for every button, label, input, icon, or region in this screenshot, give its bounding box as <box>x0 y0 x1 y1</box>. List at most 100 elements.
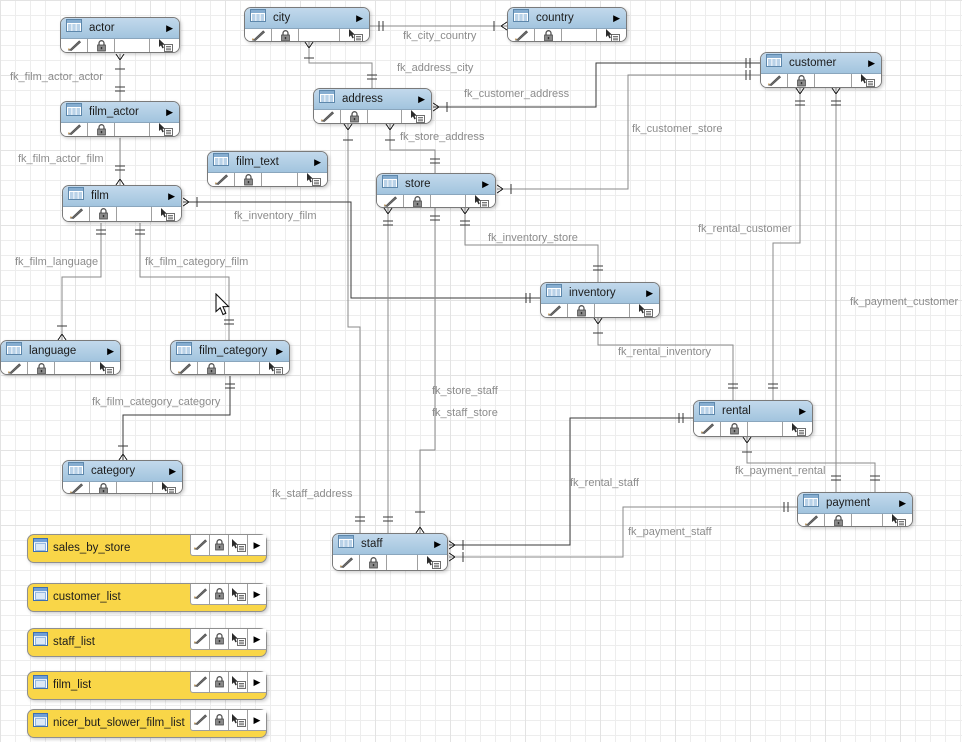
expand-arrow-icon[interactable]: ▶ <box>248 629 266 649</box>
table-header[interactable]: address ▶ <box>314 89 431 110</box>
expand-arrow-icon[interactable]: ▶ <box>107 347 114 356</box>
lock-icon[interactable] <box>210 672 229 692</box>
context-menu-cursor-icon[interactable] <box>229 629 248 649</box>
table-header[interactable]: staff ▶ <box>333 534 447 555</box>
table-header[interactable]: film_actor ▶ <box>61 102 179 123</box>
expand-arrow-icon[interactable]: ▶ <box>248 710 266 730</box>
relationship-fk_film_category_category[interactable] <box>123 376 230 460</box>
edit-pencil-icon[interactable] <box>694 422 721 436</box>
expand-arrow-icon[interactable]: ▶ <box>356 14 363 23</box>
edit-pencil-icon[interactable] <box>63 207 90 221</box>
expand-arrow-icon[interactable]: ▶ <box>482 180 489 189</box>
table-node-address[interactable]: address ▶ <box>313 88 432 124</box>
relationship-fk_rental_inventory[interactable] <box>598 318 733 400</box>
table-header[interactable]: payment ▶ <box>798 493 912 514</box>
table-header[interactable]: language ▶ <box>1 341 120 362</box>
table-node-film[interactable]: film ▶ <box>62 185 182 222</box>
table-header[interactable]: city ▶ <box>245 8 369 29</box>
lock-icon[interactable] <box>90 207 117 221</box>
edit-pencil-icon[interactable] <box>63 482 90 494</box>
relationship-fk_film_language[interactable] <box>62 223 101 340</box>
view-node-nicer_but_slower_film_list[interactable]: nicer_but_slower_film_list ▶ <box>27 709 267 738</box>
edit-pencil-icon[interactable] <box>314 110 341 123</box>
context-menu-cursor-icon[interactable] <box>149 123 179 136</box>
edit-pencil-icon[interactable] <box>61 39 88 52</box>
expand-arrow-icon[interactable]: ▶ <box>799 407 806 416</box>
edit-pencil-icon[interactable] <box>61 123 88 136</box>
edit-pencil-icon[interactable] <box>171 362 198 375</box>
lock-icon[interactable] <box>88 39 115 52</box>
lock-icon[interactable] <box>272 29 299 42</box>
table-header[interactable]: store ▶ <box>377 174 495 195</box>
edit-pencil-icon[interactable] <box>761 74 788 87</box>
table-node-film_text[interactable]: film_text ▶ <box>207 151 328 187</box>
table-node-staff[interactable]: staff ▶ <box>332 533 448 571</box>
view-node-sales_by_store[interactable]: sales_by_store ▶ <box>27 534 267 563</box>
lock-icon[interactable] <box>235 173 262 186</box>
expand-arrow-icon[interactable]: ▶ <box>613 14 620 23</box>
lock-icon[interactable] <box>210 584 229 604</box>
context-menu-cursor-icon[interactable] <box>229 710 248 730</box>
context-menu-cursor-icon[interactable] <box>629 304 659 317</box>
relationship-fk_inventory_store[interactable] <box>465 208 598 282</box>
edit-pencil-icon[interactable] <box>191 535 210 555</box>
table-node-customer[interactable]: customer ▶ <box>760 52 882 88</box>
context-menu-cursor-icon[interactable] <box>297 173 327 186</box>
edit-pencil-icon[interactable] <box>1 362 28 375</box>
context-menu-cursor-icon[interactable] <box>851 74 881 87</box>
context-menu-cursor-icon[interactable] <box>401 110 431 123</box>
edit-pencil-icon[interactable] <box>191 710 210 730</box>
table-header[interactable]: film_text ▶ <box>208 152 327 173</box>
table-node-category[interactable]: category ▶ <box>62 460 183 494</box>
lock-icon[interactable] <box>28 362 55 375</box>
relationship-fk_payment_staff[interactable] <box>449 507 797 557</box>
view-node-staff_list[interactable]: staff_list ▶ <box>27 628 267 657</box>
table-header[interactable]: film_category ▶ <box>171 341 289 362</box>
context-menu-cursor-icon[interactable] <box>339 29 369 42</box>
edit-pencil-icon[interactable] <box>245 29 272 42</box>
context-menu-cursor-icon[interactable] <box>417 555 447 570</box>
edit-pencil-icon[interactable] <box>798 514 825 527</box>
lock-icon[interactable] <box>210 535 229 555</box>
table-node-store[interactable]: store ▶ <box>376 173 496 208</box>
edit-pencil-icon[interactable] <box>191 672 210 692</box>
lock-icon[interactable] <box>721 422 748 436</box>
expand-arrow-icon[interactable]: ▶ <box>276 347 283 356</box>
expand-arrow-icon[interactable]: ▶ <box>418 95 425 104</box>
table-header[interactable]: category ▶ <box>63 461 182 482</box>
edit-pencil-icon[interactable] <box>208 173 235 186</box>
lock-icon[interactable] <box>788 74 815 87</box>
lock-icon[interactable] <box>825 514 852 527</box>
table-header[interactable]: country ▶ <box>508 8 626 29</box>
table-node-film_actor[interactable]: film_actor ▶ <box>60 101 180 137</box>
table-node-language[interactable]: language ▶ <box>0 340 121 375</box>
table-header[interactable]: inventory ▶ <box>541 283 659 304</box>
lock-icon[interactable] <box>360 555 387 570</box>
table-node-rental[interactable]: rental ▶ <box>693 400 813 437</box>
expand-arrow-icon[interactable]: ▶ <box>248 584 266 604</box>
expand-arrow-icon[interactable]: ▶ <box>646 289 653 298</box>
table-node-film_category[interactable]: film_category ▶ <box>170 340 290 375</box>
table-header[interactable]: film ▶ <box>63 186 181 207</box>
context-menu-cursor-icon[interactable] <box>149 39 179 52</box>
edit-pencil-icon[interactable] <box>377 195 404 208</box>
expand-arrow-icon[interactable]: ▶ <box>169 467 176 476</box>
context-menu-cursor-icon[interactable] <box>229 535 248 555</box>
lock-icon[interactable] <box>90 482 117 494</box>
table-node-inventory[interactable]: inventory ▶ <box>540 282 660 318</box>
relationship-fk_rental_customer[interactable] <box>773 88 800 400</box>
table-node-country[interactable]: country ▶ <box>507 7 627 42</box>
relationship-fk_film_category_film[interactable] <box>140 223 229 340</box>
edit-pencil-icon[interactable] <box>191 629 210 649</box>
table-header[interactable]: actor ▶ <box>61 18 179 39</box>
context-menu-cursor-icon[interactable] <box>882 514 912 527</box>
context-menu-cursor-icon[interactable] <box>782 422 812 436</box>
lock-icon[interactable] <box>210 710 229 730</box>
expand-arrow-icon[interactable]: ▶ <box>434 540 441 549</box>
lock-icon[interactable] <box>568 304 595 317</box>
lock-icon[interactable] <box>404 195 431 208</box>
lock-icon[interactable] <box>341 110 368 123</box>
expand-arrow-icon[interactable]: ▶ <box>168 192 175 201</box>
relationship-fk_staff_store[interactable] <box>420 208 435 533</box>
